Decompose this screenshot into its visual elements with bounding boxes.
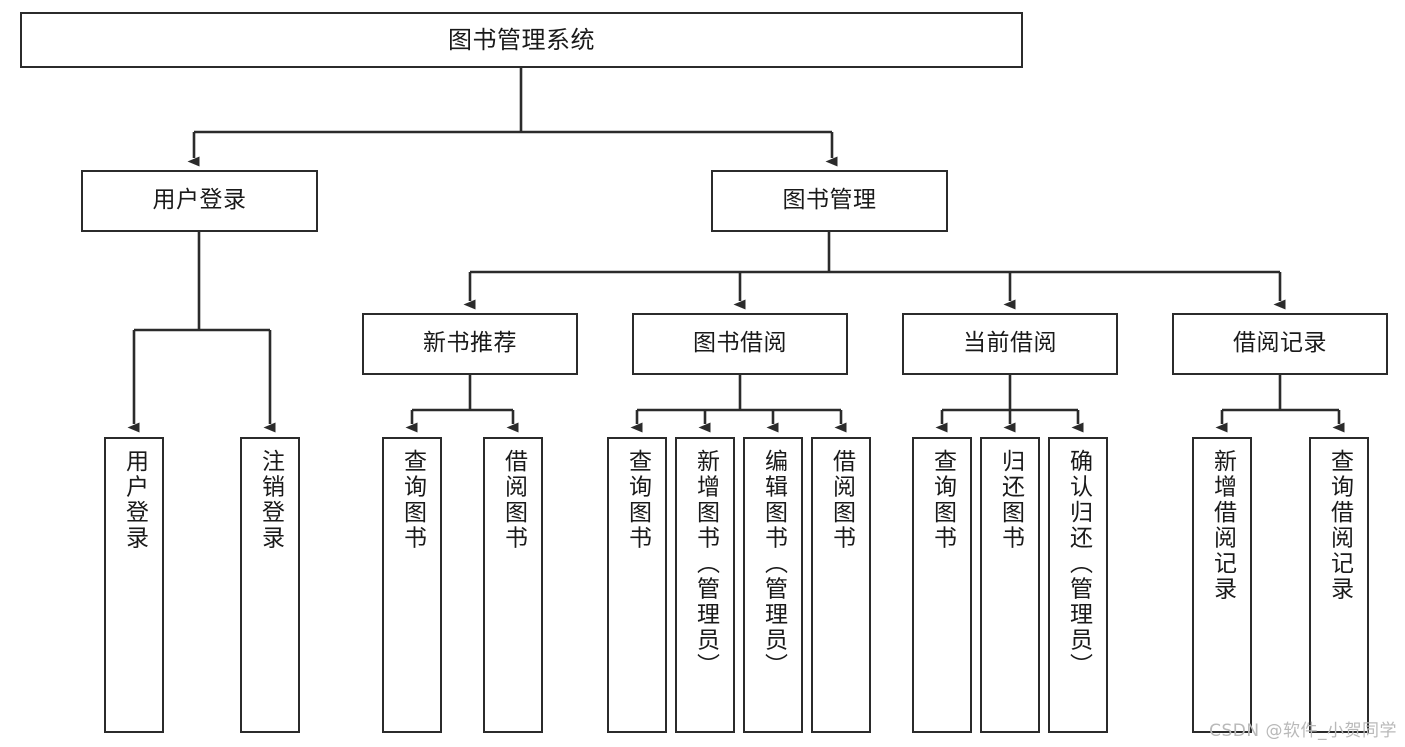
leaf-borrow-borrow-book[interactable]: 借阅图书 (811, 437, 871, 733)
node-book-borrow[interactable]: 图书借阅 (632, 313, 848, 375)
node-label: 用户登录 (152, 187, 247, 214)
csdn-watermark: CSDN @软件_小贺同学 (1209, 721, 1397, 741)
node-label: 当前借阅 (963, 330, 1057, 357)
node-label: 图书借阅 (693, 330, 787, 357)
node-root-system[interactable]: 图书管理系统 (20, 12, 1023, 68)
node-borrow-records[interactable]: 借阅记录 (1172, 313, 1388, 375)
node-label: 查询图书 (399, 449, 426, 551)
node-label: 编辑图书（管理员） (760, 449, 787, 679)
node-label: 查询图书 (624, 449, 651, 551)
node-label: 图书管理 (782, 187, 877, 214)
leaf-records-add-record[interactable]: 新增借阅记录 (1192, 437, 1252, 733)
node-label: 注销登录 (257, 449, 284, 551)
node-label: 借阅记录 (1233, 330, 1327, 357)
leaf-current-query-book[interactable]: 查询图书 (912, 437, 972, 733)
node-label: 新书推荐 (423, 330, 517, 357)
node-book-management[interactable]: 图书管理 (711, 170, 948, 232)
node-label: 新增借阅记录 (1209, 449, 1236, 602)
node-user-login[interactable]: 用户登录 (81, 170, 318, 232)
node-new-book-recommend[interactable]: 新书推荐 (362, 313, 578, 375)
node-current-borrow[interactable]: 当前借阅 (902, 313, 1118, 375)
leaf-borrow-add-book-admin[interactable]: 新增图书（管理员） (675, 437, 735, 733)
leaf-new-book-query[interactable]: 查询图书 (382, 437, 442, 733)
leaf-records-query-record[interactable]: 查询借阅记录 (1309, 437, 1369, 733)
node-label: 归还图书 (997, 449, 1024, 551)
leaf-user-login-signout[interactable]: 注销登录 (240, 437, 300, 733)
leaf-user-login-signin[interactable]: 用户登录 (104, 437, 164, 733)
node-label: 用户登录 (121, 449, 148, 551)
leaf-borrow-query-book[interactable]: 查询图书 (607, 437, 667, 733)
node-label: 借阅图书 (828, 449, 855, 551)
leaf-current-confirm-return-admin[interactable]: 确认归还（管理员） (1048, 437, 1108, 733)
leaf-borrow-edit-book-admin[interactable]: 编辑图书（管理员） (743, 437, 803, 733)
node-label: 查询图书 (929, 449, 956, 551)
node-label: 借阅图书 (500, 449, 527, 551)
node-label: 图书管理系统 (448, 25, 595, 54)
leaf-current-return-book[interactable]: 归还图书 (980, 437, 1040, 733)
node-label: 新增图书（管理员） (692, 449, 719, 679)
leaf-new-book-borrow[interactable]: 借阅图书 (483, 437, 543, 733)
node-label: 确认归还（管理员） (1065, 449, 1092, 679)
node-label: 查询借阅记录 (1326, 449, 1353, 602)
